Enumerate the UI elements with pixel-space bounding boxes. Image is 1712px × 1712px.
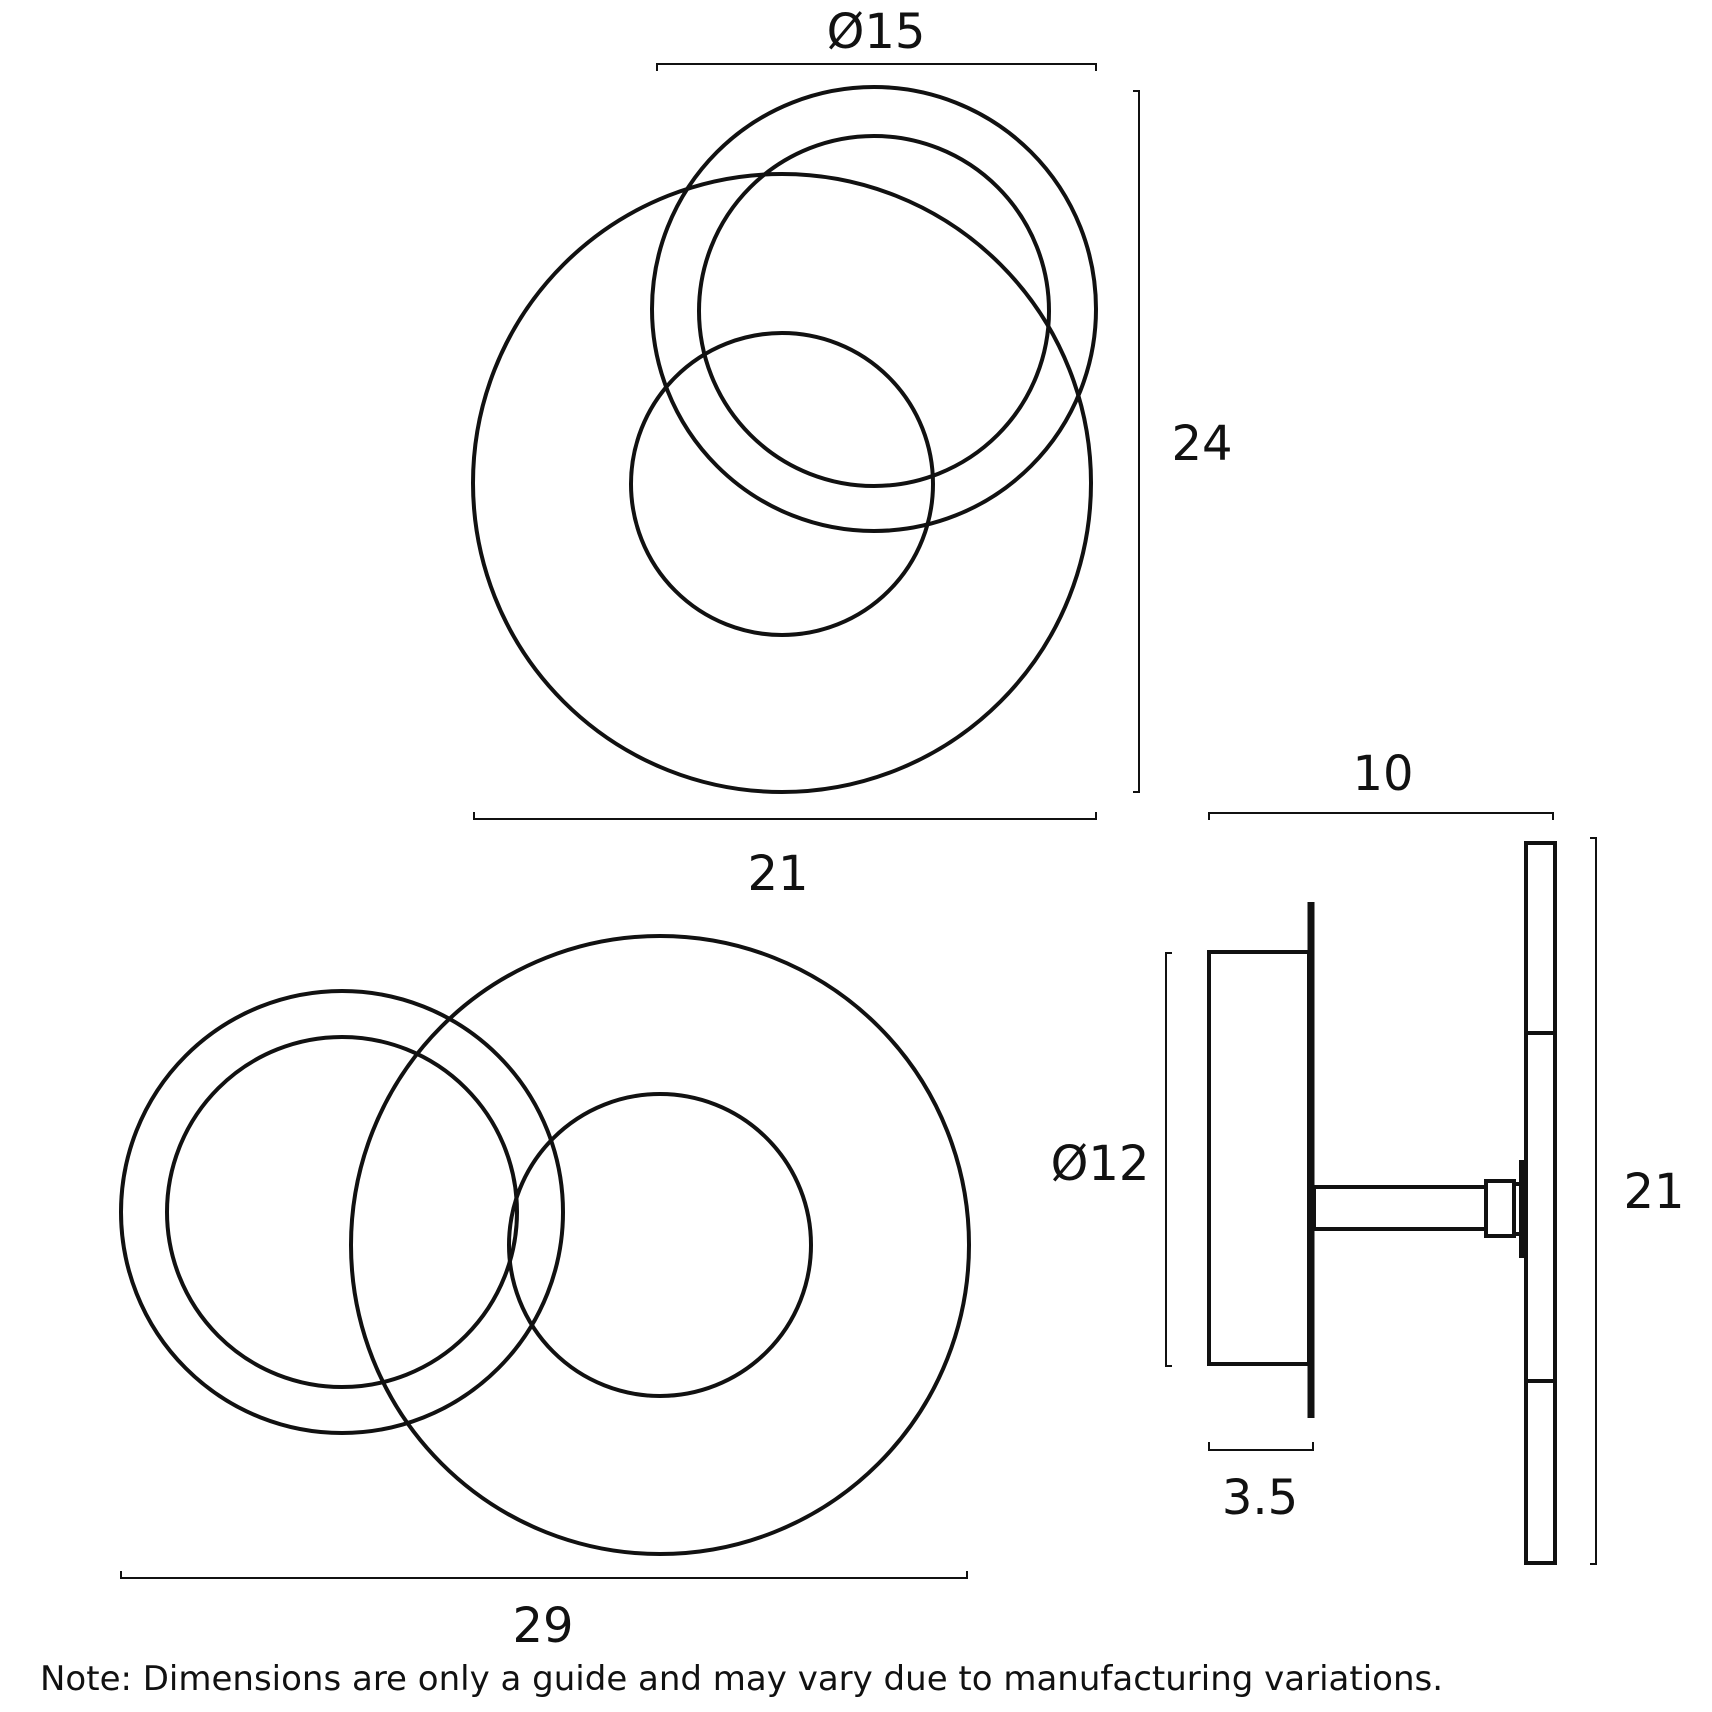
bottom-width-label: 29 bbox=[512, 1598, 573, 1654]
top-large-disc bbox=[471, 172, 1093, 794]
front-large-disc bbox=[349, 934, 971, 1556]
top-height-dimension-line bbox=[1133, 90, 1140, 793]
top-ring-outer bbox=[650, 85, 1098, 533]
top-diameter-dimension-line bbox=[656, 63, 1097, 71]
front-ring-inner bbox=[165, 1035, 519, 1389]
side-base-diameter-label: Ø12 bbox=[1051, 1136, 1150, 1192]
side-height-label: 21 bbox=[1623, 1164, 1684, 1220]
bottom-width-dimension-line bbox=[120, 1571, 968, 1579]
side-height-dimension-line bbox=[1590, 837, 1597, 1565]
side-front-panel bbox=[1524, 841, 1557, 1565]
side-depth-dimension-line bbox=[1208, 812, 1554, 820]
front-ring-outer bbox=[119, 989, 565, 1435]
top-width-dimension-line bbox=[473, 812, 1097, 820]
side-base-depth-label: 3.5 bbox=[1222, 1470, 1298, 1526]
front-view: 29 bbox=[119, 934, 971, 1654]
side-base-diameter-dimension-line bbox=[1165, 952, 1172, 1367]
side-base-depth-dimension-line bbox=[1208, 1442, 1314, 1451]
top-diameter-label: Ø15 bbox=[827, 4, 926, 60]
top-height-label: 24 bbox=[1171, 416, 1232, 472]
side-view: 10 Ø12 21 3.5 bbox=[1051, 746, 1685, 1565]
side-depth-label: 10 bbox=[1352, 746, 1413, 802]
dimensions-note: Note: Dimensions are only a guide and ma… bbox=[40, 1659, 1443, 1699]
front-small-disc bbox=[507, 1092, 813, 1398]
side-base-block bbox=[1207, 950, 1311, 1366]
side-stem bbox=[1312, 1185, 1488, 1231]
top-width-label: 21 bbox=[747, 846, 808, 902]
top-ring-inner bbox=[697, 134, 1051, 488]
side-stem-collar bbox=[1484, 1179, 1516, 1238]
top-view: Ø15 24 21 bbox=[471, 4, 1233, 902]
top-small-disc bbox=[629, 331, 935, 637]
